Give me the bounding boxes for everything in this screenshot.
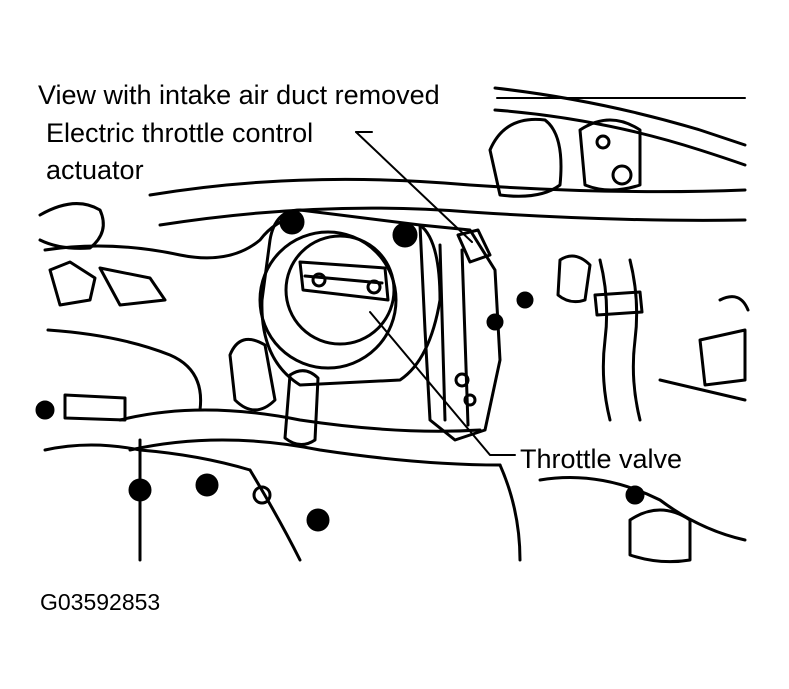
right-hose (718, 295, 750, 312)
hose (38, 202, 105, 250)
bolt (252, 485, 272, 505)
right-hose (556, 254, 592, 304)
throttle-plate (298, 260, 390, 302)
throttle-valve-label: Throttle valve (518, 444, 685, 474)
coolant-hose (283, 369, 320, 446)
right-hose (628, 508, 692, 564)
actuator-bolt (463, 393, 477, 407)
actuator-housing (418, 223, 502, 442)
intake-body (43, 213, 302, 260)
right-bracket (658, 378, 747, 402)
actuator-label-line2: actuator (44, 155, 146, 185)
bolt (486, 313, 504, 331)
view-caption: View with intake air duct removed (36, 80, 442, 110)
actuator-connector (456, 228, 492, 264)
lower-manifold (498, 463, 522, 562)
flange-bolt (392, 222, 418, 248)
bolt (195, 473, 219, 497)
bracket-plate (578, 118, 642, 192)
sensor-block (63, 393, 127, 422)
top-pipe (493, 86, 747, 147)
throttle-shaft-end (366, 279, 382, 295)
right-pipe (598, 258, 612, 422)
right-bracket (538, 476, 747, 542)
lower-manifold (248, 468, 302, 562)
bolt (595, 134, 611, 150)
intake-body (43, 443, 252, 472)
leader-line-actuator (355, 131, 473, 243)
upper-pipe (158, 206, 747, 227)
top-pipe (493, 108, 747, 167)
right-bracket (698, 328, 747, 387)
actuator-label-line1: Electric throttle control (44, 118, 316, 148)
intake-body (48, 260, 97, 307)
upper-pipe (148, 177, 747, 197)
flange-bolt (279, 209, 305, 235)
right-pipe (628, 258, 642, 422)
connector (98, 266, 167, 307)
sensor-bracket (488, 117, 563, 198)
bolt (611, 164, 633, 186)
leader-line-throttle-valve (369, 311, 516, 456)
lower-manifold (128, 438, 502, 467)
right-clamp (593, 290, 644, 317)
bolt (306, 508, 330, 532)
coolant-hose (228, 337, 277, 412)
bolt (128, 478, 152, 502)
bolt (35, 400, 55, 420)
throttle-shaft-end (311, 272, 327, 288)
bolt (516, 291, 534, 309)
figure-id: G03592853 (40, 589, 161, 615)
actuator-ribs (438, 243, 447, 422)
lower-manifold (118, 408, 482, 433)
throttle-bore-outer (258, 230, 398, 370)
actuator-bolt (454, 372, 470, 388)
throttle-bore-inner (284, 234, 396, 346)
intake-body (46, 328, 203, 412)
